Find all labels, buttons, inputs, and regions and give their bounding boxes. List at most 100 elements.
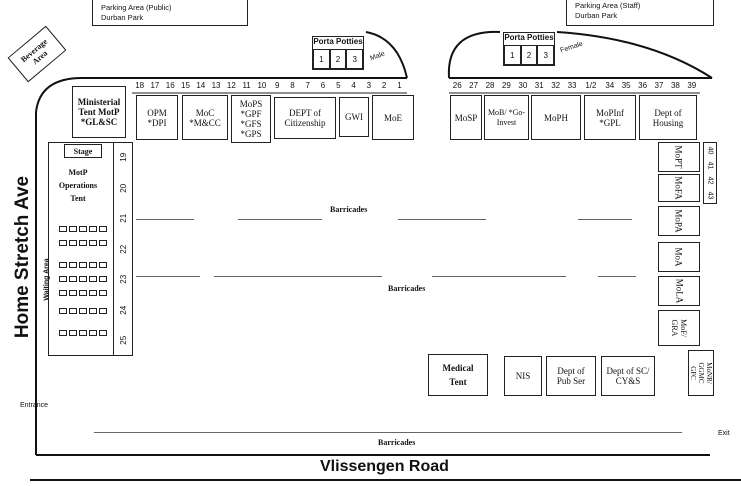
tent-pub-ser-label: Dept of Pub Ser [556,366,586,386]
booth-number: 10 [257,81,267,90]
tent-gwi-label: GWI [345,112,363,122]
porta-potties-left-title: Porta Potties [313,37,363,46]
tent-ministerial-label: Ministerial Tent MotP *GL&SC [77,97,121,127]
tent-ops-label: MotP Operations Tent [58,168,98,203]
tent-moc-label: MoC *M&CC [189,107,221,128]
barricade-line [136,276,200,277]
booth-numbers-right-side: 40 41 42 43 [703,142,717,204]
tent-dept-citizenship-label: DEPT of Citizenship [284,108,326,128]
booth-numbers-right: 26 27 28 29 30 31 32 33 1/2 34 35 36 37 … [449,79,700,93]
parking-public-label: Parking Area (Public) [101,3,172,12]
tent-ministerial: Ministerial Tent MotP *GL&SC [72,86,126,138]
barricades-label: Barricades [378,438,416,447]
tent-ops [48,142,133,356]
booth-number: 33 [567,81,577,90]
barricade-line [136,219,194,220]
waiting-area-label: Waiting Area [43,258,51,301]
porta-potty-unit: 2 [329,49,347,69]
barricades-label: Barricades [388,284,426,293]
booth-number: 35 [621,81,631,90]
tent-gwi: GWI [339,97,369,137]
booth-number: 5 [336,81,341,90]
tent-moph: MoPH [531,95,581,140]
tent-moa: MoA [658,242,700,272]
booth-number: 25 [118,336,128,346]
exit-label: Exit [718,430,730,437]
tent-mosp-label: MoSP [454,112,478,123]
stage: Stage [64,144,102,158]
tent-dept-housing-label: Dept of Housing [652,107,684,128]
tent-monr: MoNR/ GGMC GFC [688,350,714,396]
tent-mola-label: MoLA [674,278,684,304]
barricade-line [238,219,322,220]
road-vlissengen: Vlissengen Road [320,458,449,475]
tent-dept-sc-label: Dept of SC/ CY&S [606,366,650,386]
booth-number: 42 [706,176,714,185]
booth-number: 4 [351,81,356,90]
booth-number: 2 [381,81,387,90]
road-home-stretch: Home Stretch Ave [12,175,34,339]
tent-dept-citizenship: DEPT of Citizenship [274,97,336,139]
porta-potty-unit: 3 [346,49,364,69]
booth-number: 30 [518,81,528,90]
booth-number: 24 [118,305,128,315]
parking-public-sub: Durban Park [101,13,144,22]
barricade-line [432,276,566,277]
barricade-line [398,219,486,220]
booth-number: 21 [118,213,128,223]
waiting-seats [59,226,111,346]
tent-mopa: MoPA [658,206,700,236]
tent-mopt: MoPT [658,142,700,172]
tent-mofa: MoFA [658,174,700,202]
tent-pub-ser: Dept of Pub Ser [546,356,596,396]
tent-mob: MoB/ *Go-Invest [484,95,529,140]
booth-number: 18 [135,81,145,90]
tent-moa-label: MoA [673,247,684,267]
tent-dept-housing: Dept of Housing [639,95,697,140]
booth-number: 8 [290,81,295,90]
porta-potties-right: Porta Potties 1 2 3 [503,32,555,66]
tent-mob-label: MoB/ *Go-Invest [487,107,526,127]
tent-moph-label: MoPH [543,112,568,123]
booth-number: 13 [211,81,221,90]
booth-number: 39 [687,81,697,90]
tent-mops: MoPS *GPF *GFS *GPS [231,95,271,143]
porta-potty-unit: 2 [520,45,538,65]
tent-mosp: MoSP [450,95,482,140]
booth-number: 3 [366,81,372,90]
parking-staff: Parking Area (Staff) Durban Park [566,0,714,26]
tent-medical-label: Medical Tent [442,363,474,387]
booth-number: 31 [534,81,544,90]
booth-number: 23 [118,275,128,285]
tent-opm-label: OPM *DPI [147,107,167,128]
booth-numbers-left-side: 19 20 21 22 23 24 25 [113,142,133,356]
booth-number: 11 [242,81,251,90]
tent-medical: Medical Tent [428,354,488,396]
booth-number: 34 [605,81,615,90]
porta-potty-unit: 3 [537,45,555,65]
parking-staff-label: Parking Area (Staff) [575,1,641,10]
booth-number: 43 [706,191,714,200]
tent-mof: MoF/ GRA [658,310,700,346]
booth-number: 28 [485,81,495,90]
booth-number: 19 [118,152,128,162]
parking-public: Parking Area (Public) Durban Park [92,0,248,26]
barricade-line [578,219,632,220]
booth-number: 17 [150,81,160,90]
barricade-line [214,276,382,277]
booth-number: 7 [305,81,310,90]
tent-mopa-label: MoPA [674,209,684,233]
booth-number: 27 [469,81,479,90]
booth-number: 37 [654,81,664,90]
tent-moc: MoC *M&CC [182,95,228,140]
outline-arc-female-left [447,30,501,79]
booth-number: 6 [320,81,326,90]
booth-number: 32 [551,81,561,90]
tent-mof-label: MoF/ GRA [670,319,688,337]
booth-number: 14 [196,81,206,90]
entrance-label: Entrance [20,402,49,409]
booth-number: 22 [118,244,128,254]
booth-number: 29 [501,81,511,90]
booth-numbers-left: 18 17 16 15 14 13 12 11 10 9 8 7 6 5 4 3… [132,79,407,93]
